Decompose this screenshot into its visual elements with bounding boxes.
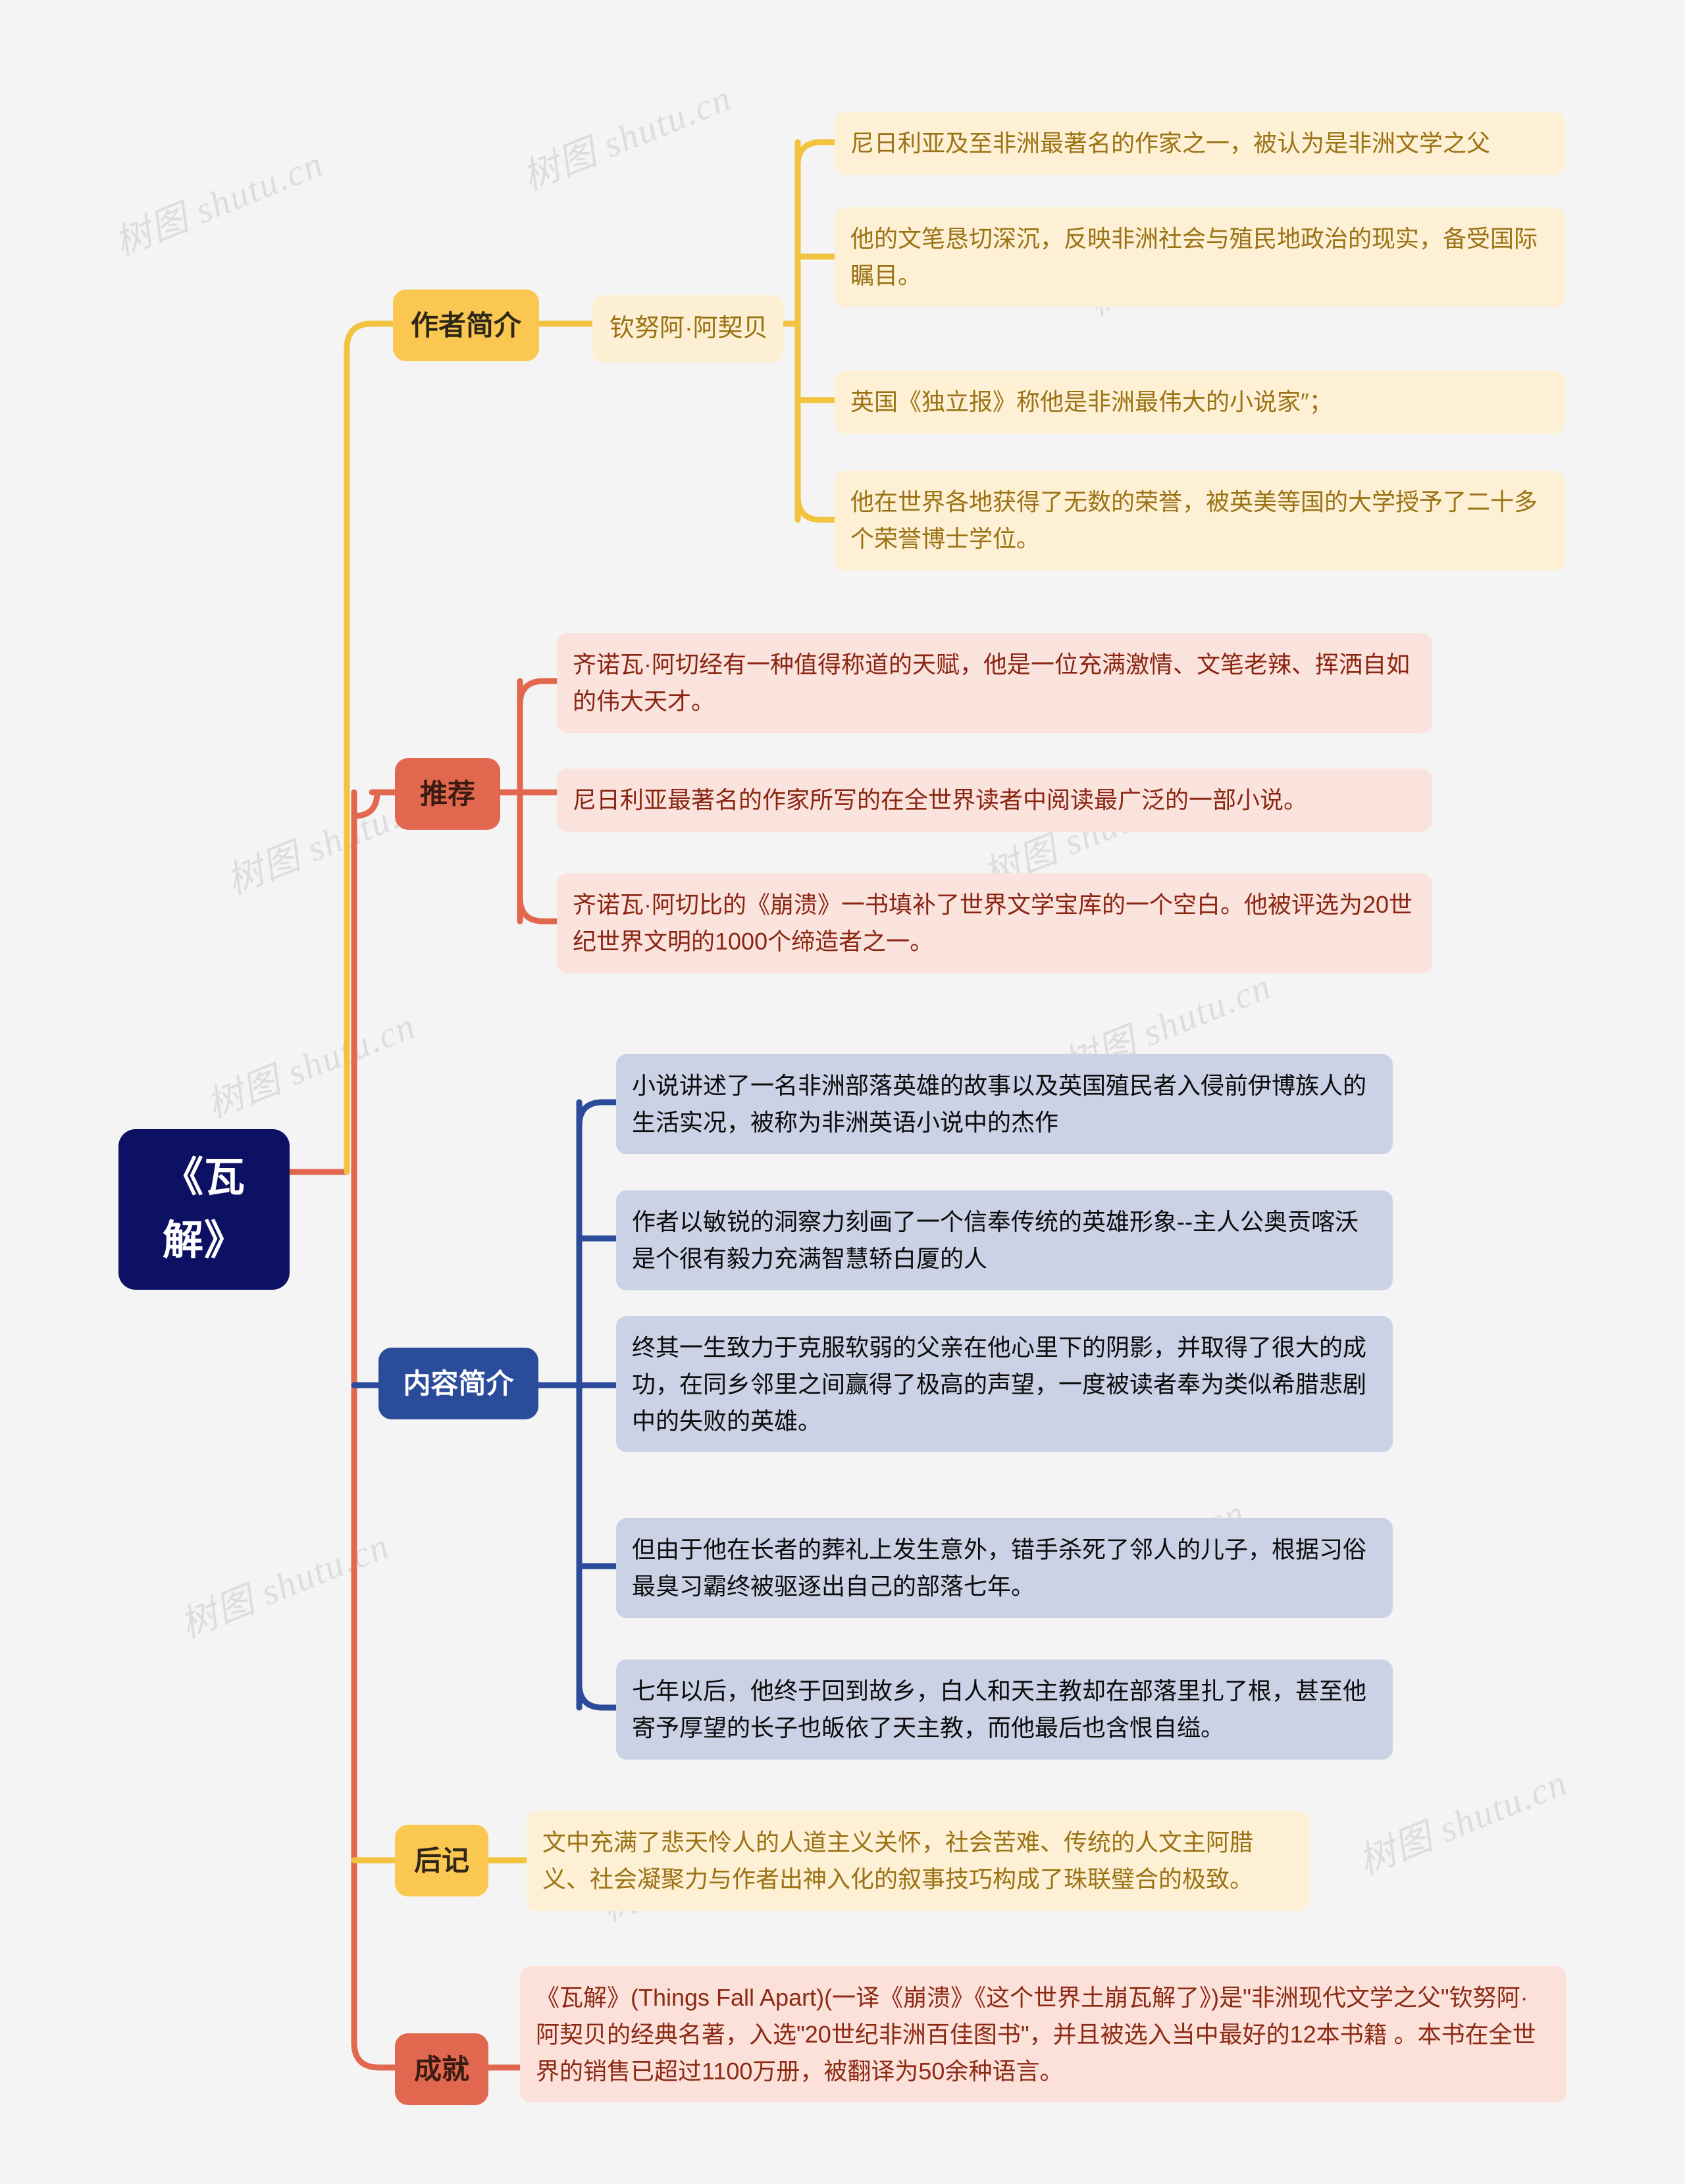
leaf-text: 齐诺瓦·阿切比的《崩溃》一书填补了世界文学宝库的一个空白。他被评选为20世纪世界… — [557, 873, 1432, 973]
watermark-text: 树图 shutu.cn — [201, 1005, 422, 1127]
branch-chip-author[interactable]: 作者简介 — [393, 290, 539, 362]
wire-trunk-recommend — [351, 789, 380, 819]
watermark-text: 树图 shutu.cn — [174, 1525, 396, 1646]
wire-recommend-leaf-3 — [517, 894, 560, 925]
mid-node-author-name[interactable]: 钦努阿·阿契贝 — [592, 295, 783, 363]
leaf-text: 但由于他在长者的葬礼上发生意外，错手杀死了邻人的儿子，根据习俗最臭习霸终被驱逐出… — [616, 1518, 1393, 1618]
leaf-text: 作者以敏锐的洞察力刻画了一个信奉传统的英雄形象--主人公奥贡喀沃是个很有毅力充满… — [616, 1190, 1393, 1290]
leaf-summary-2[interactable]: 作者以敏锐的洞察力刻画了一个信奉传统的英雄形象--主人公奥贡喀沃是个很有毅力充满… — [616, 1190, 1393, 1290]
branch-chip-summary[interactable]: 内容简介 — [378, 1348, 538, 1420]
leaf-text: 尼日利亚及至非洲最著名的作家之一，被认为是非洲文学之父 — [835, 112, 1565, 175]
leaf-recommend-2[interactable]: 尼日利亚最著名的作家所写的在全世界读者中阅读最广泛的一部小说。 — [557, 769, 1432, 832]
leaf-summary-3[interactable]: 终其一生致力于克服软弱的父亲在他心里下的阴影，并取得了很大的成功，在同乡邻里之间… — [616, 1316, 1393, 1453]
root-node[interactable]: 《瓦解》 — [118, 1129, 290, 1290]
leaf-text: 文中充满了悲天怜人的人道主义关怀，社会苦难、传统的人文主阿腊义、社会凝聚力与作者… — [527, 1811, 1310, 1911]
leaf-recommend-1[interactable]: 齐诺瓦·阿切经有一种值得称道的天赋，他是一位充满激情、文笔老辣、挥洒自如的伟大天… — [557, 633, 1432, 733]
leaf-summary-1[interactable]: 小说讲述了一名非洲部落英雄的故事以及英国殖民者入侵前伊博族人的生活实况，被称为非… — [616, 1054, 1393, 1154]
root-label: 《瓦解》 — [118, 1129, 290, 1290]
leaf-author-4[interactable]: 他在世界各地获得了无数的荣誉，被英美等国的大学授予了二十多个荣誉博士学位。 — [835, 470, 1565, 571]
wire-author-leaf-4 — [794, 493, 838, 523]
leaf-author-3[interactable]: 英国《独立报》称他是非洲最伟大的小说家″； — [835, 370, 1565, 434]
leaf-text: 他在世界各地获得了无数的荣誉，被英美等国的大学授予了二十多个荣誉博士学位。 — [835, 470, 1565, 571]
watermark-text: 树图 shutu.cn — [517, 77, 738, 199]
leaf-text: 齐诺瓦·阿切经有一种值得称道的天赋，他是一位充满激情、文笔老辣、挥洒自如的伟大天… — [557, 633, 1432, 733]
leaf-text: 他的文笔恳切深沉，反映非洲社会与殖民地政治的现实，备受国际瞩目。 — [835, 207, 1565, 307]
leaf-recommend-3[interactable]: 齐诺瓦·阿切比的《崩溃》一书填补了世界文学宝库的一个空白。他被评选为20世纪世界… — [557, 873, 1432, 973]
branch-label-author: 作者简介 — [393, 290, 539, 362]
wire-author-leaf-1 — [794, 139, 838, 169]
wire-summary-leaf-5 — [576, 1681, 619, 1711]
leaf-postscript-1[interactable]: 文中充满了悲天怜人的人道主义关怀，社会苦难、传统的人文主阿腊义、社会凝聚力与作者… — [527, 1811, 1310, 1911]
branch-label-summary: 内容简介 — [378, 1348, 538, 1420]
wire-trunk-up — [344, 320, 396, 1175]
leaf-text: 英国《独立报》称他是非洲最伟大的小说家″； — [835, 370, 1565, 434]
leaf-text: 《瓦解》(Things Fall Apart)(一译《崩溃》《这个世界土崩瓦解了… — [520, 1966, 1567, 2103]
leaf-text: 七年以后，他终于回到故乡，白人和天主教却在部落里扎了根，甚至他寄予厚望的长子也皈… — [616, 1660, 1393, 1760]
leaf-author-1[interactable]: 尼日利亚及至非洲最著名的作家之一，被认为是非洲文学之父 — [835, 112, 1565, 175]
branch-label-achievement: 成就 — [395, 2033, 488, 2106]
wire-summary-leaf-1 — [576, 1099, 619, 1129]
branch-label-recommend: 推荐 — [395, 758, 500, 830]
branch-chip-postscript[interactable]: 后记 — [395, 1825, 488, 1897]
leaf-summary-4[interactable]: 但由于他在长者的葬礼上发生意外，错手杀死了邻人的儿子，根据习俗最臭习霸终被驱逐出… — [616, 1518, 1393, 1618]
leaf-text: 尼日利亚最著名的作家所写的在全世界读者中阅读最广泛的一部小说。 — [557, 769, 1432, 832]
watermark-text: 树图 shutu.cn — [1353, 1762, 1574, 1883]
leaf-summary-5[interactable]: 七年以后，他终于回到故乡，白人和天主教却在部落里扎了根，甚至他寄予厚望的长子也皈… — [616, 1660, 1393, 1760]
wire-trunk-down — [351, 789, 398, 2071]
leaf-text: 终其一生致力于克服软弱的父亲在他心里下的阴影，并取得了很大的成功，在同乡邻里之间… — [616, 1316, 1393, 1453]
branch-chip-recommend[interactable]: 推荐 — [395, 758, 500, 830]
wire-recommend-leaf-1 — [517, 678, 560, 708]
leaf-text: 小说讲述了一名非洲部落英雄的故事以及英国殖民者入侵前伊博族人的生活实况，被称为非… — [616, 1054, 1393, 1154]
leaf-achievement-1[interactable]: 《瓦解》(Things Fall Apart)(一译《崩溃》《这个世界土崩瓦解了… — [520, 1966, 1567, 2103]
leaf-author-2[interactable]: 他的文笔恳切深沉，反映非洲社会与殖民地政治的现实，备受国际瞩目。 — [835, 207, 1565, 307]
branch-label-postscript: 后记 — [395, 1825, 488, 1897]
branch-chip-achievement[interactable]: 成就 — [395, 2033, 488, 2106]
mid-label-author-name: 钦努阿·阿契贝 — [592, 295, 783, 363]
watermark-text: 树图 shutu.cn — [109, 143, 330, 265]
